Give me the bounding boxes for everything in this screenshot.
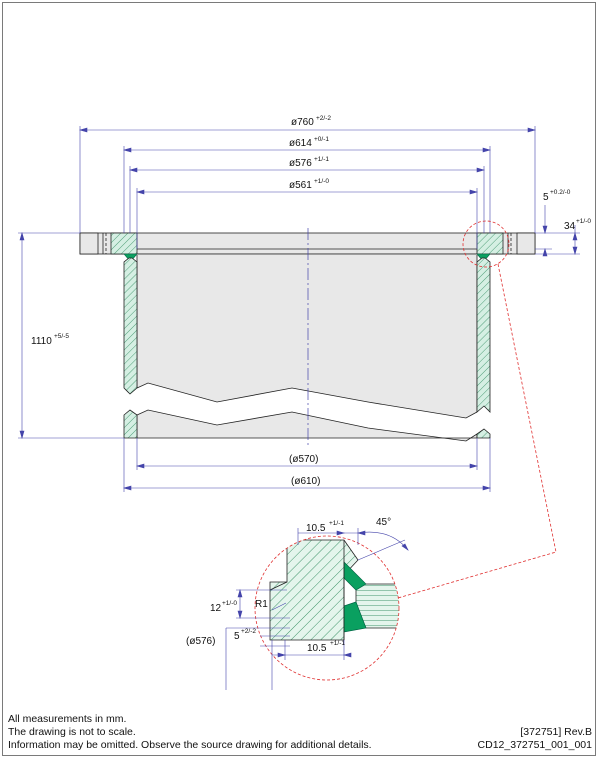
dim-d576-tol: +1/-1 — [314, 156, 329, 163]
dim-t5: 5 — [543, 192, 549, 203]
dimension-lines — [18, 126, 580, 492]
detail-dim-r1: R1 — [255, 599, 268, 610]
drawing-reference: [372751] Rev.B — [520, 726, 592, 738]
detail-dim-h5-tol: +2/-2 — [241, 628, 256, 635]
dim-t34: 34 — [564, 221, 576, 232]
detail-dim-d576-ref: (ø576) — [186, 636, 215, 647]
detail-dim-w105-bot: 10.5 — [307, 643, 327, 654]
dim-t34-tol: +1/-0 — [576, 218, 591, 225]
dimension-labels: ø760 +2/-2 ø614 +0/-1 ø576 +1/-1 ø561 +1… — [31, 115, 591, 487]
dim-d576: ø576 — [289, 158, 312, 169]
drawing-document-id: CD12_372751_001_001 — [477, 739, 592, 751]
note-scale: The drawing is not to scale. — [8, 726, 136, 738]
dim-d614: ø614 — [289, 138, 312, 149]
dim-d760: ø760 — [291, 117, 314, 128]
detail-dim-h12: 12 — [210, 603, 222, 614]
left-wall-section — [79, 232, 138, 439]
dim-d610: (ø610) — [291, 476, 320, 487]
note-units: All measurements in mm. — [8, 713, 127, 725]
detail-dim-h12-tol: +1/-0 — [222, 600, 237, 607]
part-body — [79, 232, 536, 442]
dim-h1110: 1110 — [31, 336, 52, 347]
right-wall-section — [476, 232, 536, 439]
detail-leader-line — [397, 263, 557, 599]
detail-dim-w105-top: 10.5 — [306, 523, 326, 534]
detail-dim-h5: 5 — [234, 631, 240, 642]
dim-t5-tol: +0.2/-0 — [550, 189, 571, 196]
detail-dim-w105-top-tol: +1/-1 — [329, 520, 344, 527]
dim-d561: ø561 — [289, 180, 312, 191]
dim-h1110-tol: +5/-5 — [54, 333, 69, 340]
dim-d760-tol: +2/-2 — [316, 115, 331, 122]
detail-dim-angle: 45° — [376, 517, 391, 528]
dim-d570: (ø570) — [289, 454, 318, 465]
detail-marker-circle — [462, 220, 510, 268]
detail-view: 10.5 +1/-1 45° 12 +1/-0 R1 (ø576) 5 +2/-… — [186, 517, 409, 690]
dim-d614-tol: +0/-1 — [314, 136, 329, 143]
dim-d561-tol: +1/-0 — [314, 178, 329, 185]
detail-dim-w105-bot-tol: +1/-1 — [330, 640, 345, 647]
note-omitted: Information may be omitted. Observe the … — [8, 739, 372, 751]
